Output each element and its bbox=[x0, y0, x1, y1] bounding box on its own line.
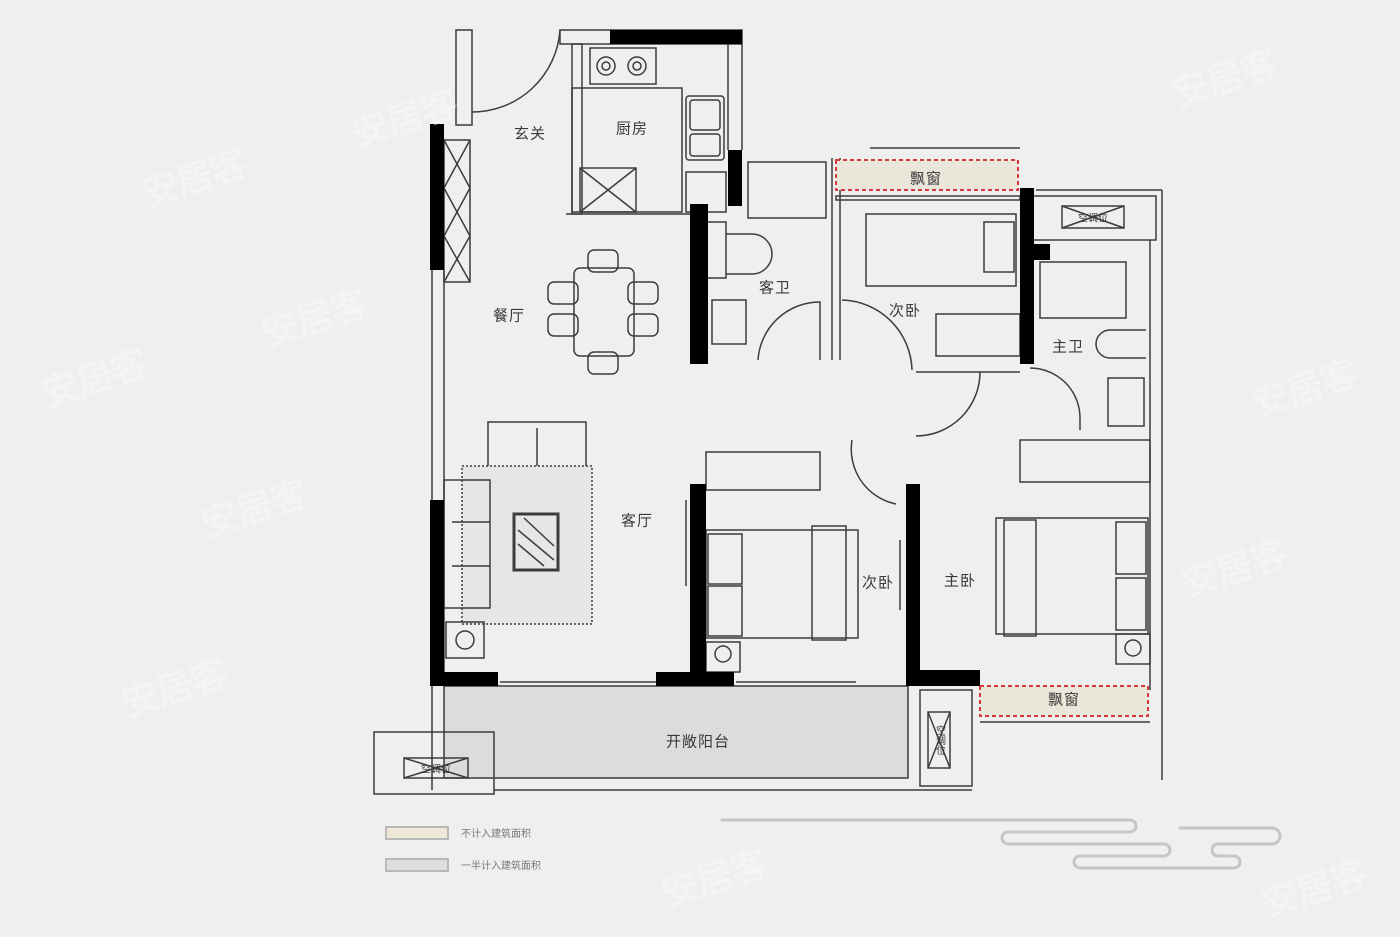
room-label-dining: 餐厅 bbox=[492, 306, 526, 325]
legend-label-excluded: 不计入建筑面积 bbox=[461, 829, 531, 840]
bay-window-north bbox=[835, 159, 1019, 191]
room-label-living: 客厅 bbox=[620, 511, 654, 530]
ac-unit-south-label: 空调位 bbox=[933, 725, 945, 755]
room-label-balcony: 开敞阳台 bbox=[665, 732, 731, 751]
legend-item-half: 一半计入建筑面积 bbox=[385, 857, 541, 872]
bay-window-north-label: 飘窗 bbox=[909, 169, 943, 188]
decorative-cloud-lines bbox=[720, 818, 1282, 870]
room-label-guest-bath: 客卫 bbox=[758, 278, 792, 297]
room-label-kitchen: 厨房 bbox=[615, 119, 649, 138]
room-label-second-bedroom-south: 次卧 bbox=[861, 573, 895, 592]
legend-item-excluded: 不计入建筑面积 bbox=[385, 825, 531, 840]
room-label-second-bedroom-north: 次卧 bbox=[888, 301, 922, 320]
room-label-entrance: 玄关 bbox=[513, 124, 547, 143]
ac-unit-northeast-label: 空调位 bbox=[1078, 213, 1108, 225]
room-label-master-bath: 主卫 bbox=[1051, 337, 1085, 356]
ac-unit-southwest-label: 空调位 bbox=[421, 764, 451, 776]
legend-swatch-half bbox=[385, 857, 449, 872]
bay-window-south-label: 飘窗 bbox=[1047, 690, 1081, 709]
bay-window-south bbox=[979, 685, 1149, 717]
legend-label-half: 一半计入建筑面积 bbox=[461, 861, 541, 872]
room-label-master-bedroom: 主卧 bbox=[943, 571, 977, 590]
legend-swatch-excluded bbox=[385, 825, 449, 840]
entrance-side-wall bbox=[455, 29, 473, 126]
